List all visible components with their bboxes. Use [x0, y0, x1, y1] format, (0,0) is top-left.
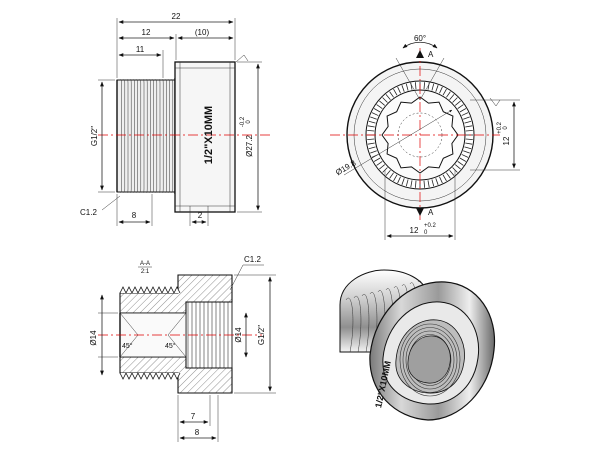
dim-outer-diameter: Ø27.2	[245, 135, 254, 157]
section-label-top: A	[428, 50, 434, 59]
section-view: A-A 2:1 45° 45° Ø14 Ø14	[89, 255, 276, 442]
dim-outer-tol-upper: -0.2	[240, 116, 246, 127]
dim-end-across-v: 12	[502, 136, 511, 145]
dim-end-across-h: 12	[410, 226, 419, 235]
side-body	[174, 61, 236, 213]
section-chamfer-label: C1.2	[244, 255, 261, 264]
side-marking: 1/2"X10MM	[203, 106, 215, 164]
dim-thread-length: 11	[136, 45, 145, 54]
section-angle-right: 45°	[165, 342, 176, 350]
dim-section-inner: Ø14	[89, 330, 98, 346]
side-view: 1/2"X10MM 22 12 (10) 11 G1/2" Ø27.2 -0.2…	[80, 12, 272, 226]
side-chamfer-label: C1.2	[80, 208, 97, 217]
iso-view: 1/2"X10MM	[339, 269, 496, 421]
end-view: 60° A A 12 +0.2 0 12 +0.2 0 Ø19.8	[330, 34, 520, 240]
dim-side-thread-size: G1/2"	[90, 126, 99, 146]
dim-section-thread: G1/2"	[257, 325, 266, 345]
dim-outer-tol-lower: 0	[246, 120, 252, 124]
dim-hex-diameter: Ø19.8	[334, 158, 358, 177]
dim-body-length: 12	[142, 28, 151, 37]
dim-end-across-h-tol: +0.2	[424, 223, 437, 229]
dim-section-bottom-b: 8	[195, 428, 200, 437]
section-label-bottom: A	[428, 208, 434, 217]
end-angle: 60°	[414, 34, 426, 43]
section-angle-left: 45°	[122, 342, 133, 350]
dim-end-across-v-tol2: 0	[503, 126, 509, 130]
side-thread	[116, 78, 176, 194]
dim-side-bottom-a: 8	[132, 211, 137, 220]
dim-overall-length: 22	[172, 12, 181, 21]
dim-section-bore: Ø14	[234, 327, 243, 343]
dim-side-bottom-b: 2	[198, 211, 203, 220]
section-title: A-A	[140, 261, 150, 267]
dim-end-across-h-tol2: 0	[424, 230, 428, 236]
section-upper-half	[119, 274, 233, 314]
section-scale: 2:1	[141, 269, 150, 275]
dim-section-bottom-a: 7	[191, 412, 196, 421]
dim-ref-length: (10)	[195, 28, 210, 37]
dim-end-across-v-tol: +0.2	[497, 121, 503, 134]
iso-body	[369, 281, 496, 421]
